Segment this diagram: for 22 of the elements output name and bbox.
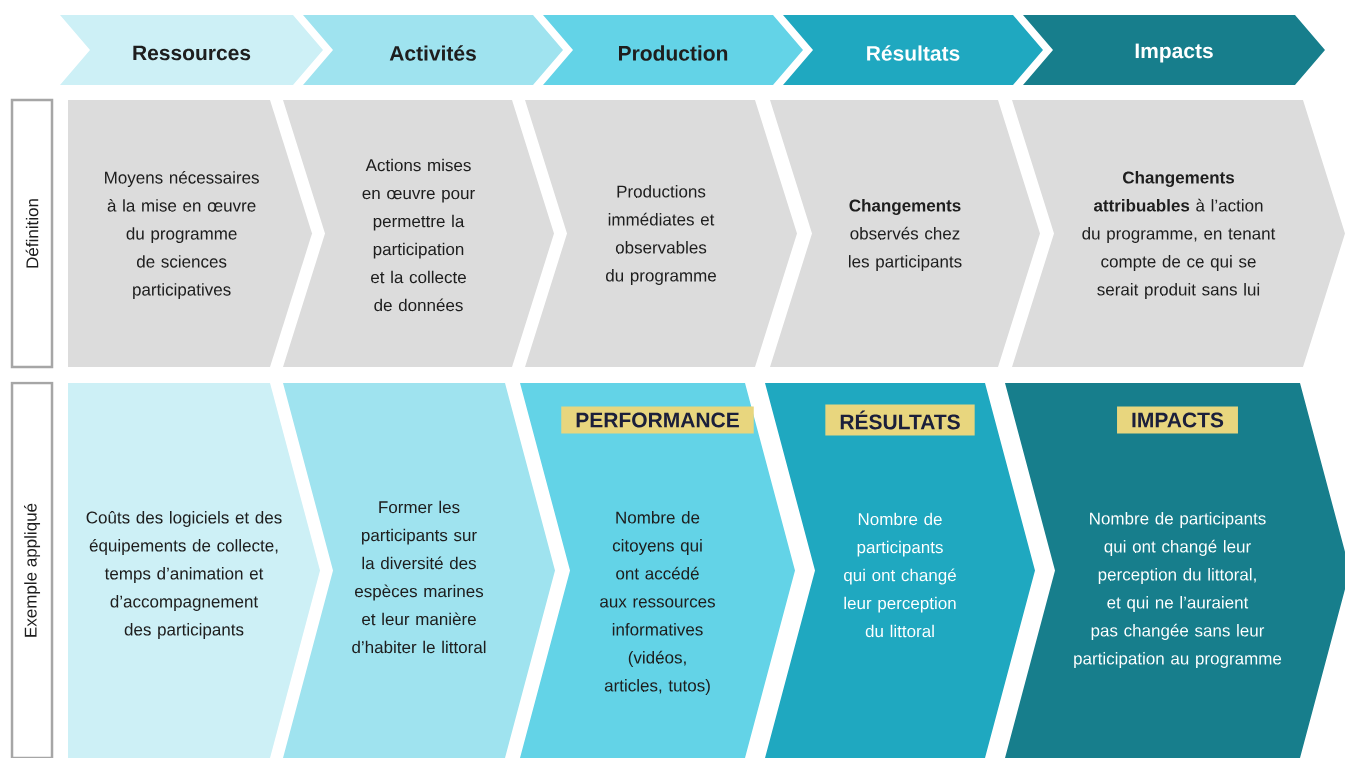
node-label: Moyens nécessaires à la mise en œuvre du programme de sciences participatives [105,170,259,300]
node-label: Productions immédiates et observables du programme [605,185,716,285]
row-label-box: Définition [10,98,54,369]
stage-panel: Changements attribuables à l’action du programme, en tenant compte de ce qui se serait produit sans lui [1012,100,1345,367]
stage-banner: Résultats [783,15,1043,85]
node-label: Changements attribuables à l’action du programme, en tenant compte de ce qui se serait produit sans lui [1082,171,1276,299]
stage-banner: Activités [303,15,563,85]
stage-banner: Impacts [1023,15,1325,85]
stage-panel: Actions mises en œuvre pour permettre la participation et la collecte de données [283,100,554,367]
highlight-label: PERFORMANCE [561,406,754,434]
stage-panel: Productions immédiates et observables du programme [525,100,797,367]
stage-panel: Coûts des logiciels et des équipements de collecte, temps d’animation et d’accompagnement des participants [68,383,320,758]
row-label-box: Exemple appliqué [10,381,54,758]
node-label: Changements observés chez les participants [848,199,962,271]
stage-banner: Production [543,15,803,85]
stage-panel: Former les participants sur la diversité des espèces marines et leur manière d’habiter le littoral [283,383,555,758]
stage-banner: Ressources [60,15,323,85]
stage-panel: Changements observés chez les participants [770,100,1040,367]
stage-panel: Moyens nécessaires à la mise en œuvre du programme de sciences participatives [68,100,312,367]
highlight-label: RÉSULTATS [825,404,975,436]
node-label: Actions mises en œuvre pour permettre la participation et la collecte de données [362,158,475,312]
highlight-label: IMPACTS [1117,406,1238,434]
